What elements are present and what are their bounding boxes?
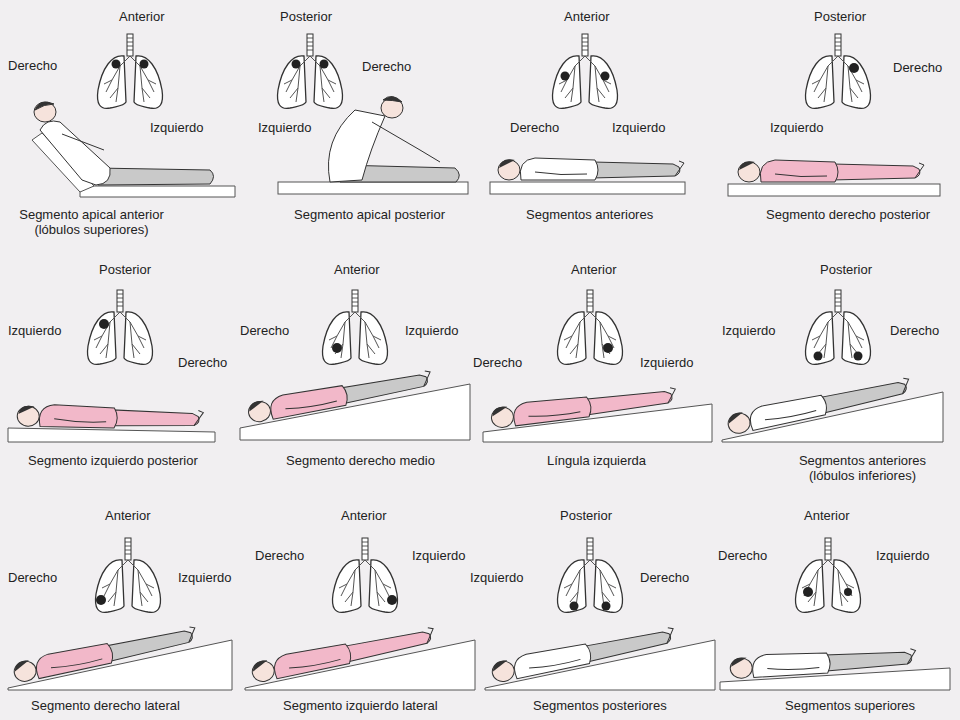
sitting-figure: [328, 96, 459, 182]
segment-caption: Língula izquierda: [547, 453, 646, 468]
segment-caption: Segmentos posteriores: [533, 698, 667, 713]
view-label: Derecho: [890, 323, 939, 338]
view-label: Anterior: [334, 262, 380, 277]
view-label: Anterior: [804, 508, 850, 523]
view-label: Anterior: [571, 262, 617, 277]
segment-caption: Segmentos anteriores: [526, 207, 653, 222]
view-label: Posterior: [814, 9, 866, 24]
segment-caption: Segmento derecho lateral: [31, 698, 180, 713]
segment-caption: Segmento derecho medio: [286, 453, 435, 468]
view-label: Izquierdo: [876, 548, 929, 563]
view-label: Posterior: [280, 9, 332, 24]
view-label: Izquierdo: [8, 323, 61, 338]
lung-diagrams: [88, 34, 871, 612]
view-label: Derecho: [718, 548, 767, 563]
patient-figures: [12, 96, 924, 683]
view-label: Anterior: [105, 508, 151, 523]
view-label: Derecho: [510, 120, 559, 135]
view-label: Derecho: [640, 570, 689, 585]
view-label: Posterior: [820, 262, 872, 277]
view-label: Anterior: [564, 9, 610, 24]
view-label: Posterior: [560, 508, 612, 523]
view-label: Izquierdo: [640, 355, 693, 370]
view-label: Derecho: [240, 323, 289, 338]
segment-caption: Segmento izquierdo posterior: [28, 453, 198, 468]
view-label: Izquierdo: [412, 548, 465, 563]
view-label: Izquierdo: [470, 570, 523, 585]
view-label: Izquierdo: [405, 323, 458, 338]
segment-caption: Segmento derecho posterior: [766, 207, 930, 222]
view-label: Derecho: [473, 355, 522, 370]
view-label: Izquierdo: [722, 323, 775, 338]
segment-caption: Segmento izquierdo lateral: [283, 698, 438, 713]
segment-caption: Segmentos anteriores (lóbulos inferiores…: [775, 453, 950, 483]
view-label: Derecho: [893, 60, 942, 75]
view-label: Derecho: [8, 58, 57, 73]
view-label: Izquierdo: [150, 120, 203, 135]
view-label: Izquierdo: [258, 120, 311, 135]
view-label: Posterior: [99, 262, 151, 277]
segment-caption: Segmentos superiores: [785, 698, 915, 713]
segment-caption: Segmento apical posterior: [294, 207, 445, 222]
view-label: Anterior: [341, 508, 387, 523]
view-label: Izquierdo: [770, 120, 823, 135]
view-label: Anterior: [119, 9, 165, 24]
view-label: Izquierdo: [178, 570, 231, 585]
reclined-figure: [34, 102, 214, 185]
segment-caption: Segmento apical anterior (lóbulos superi…: [4, 207, 179, 237]
view-label: Derecho: [362, 59, 411, 74]
view-label: Izquierdo: [612, 120, 665, 135]
view-label: Derecho: [178, 355, 227, 370]
view-label: Derecho: [8, 570, 57, 585]
view-label: Derecho: [255, 548, 304, 563]
